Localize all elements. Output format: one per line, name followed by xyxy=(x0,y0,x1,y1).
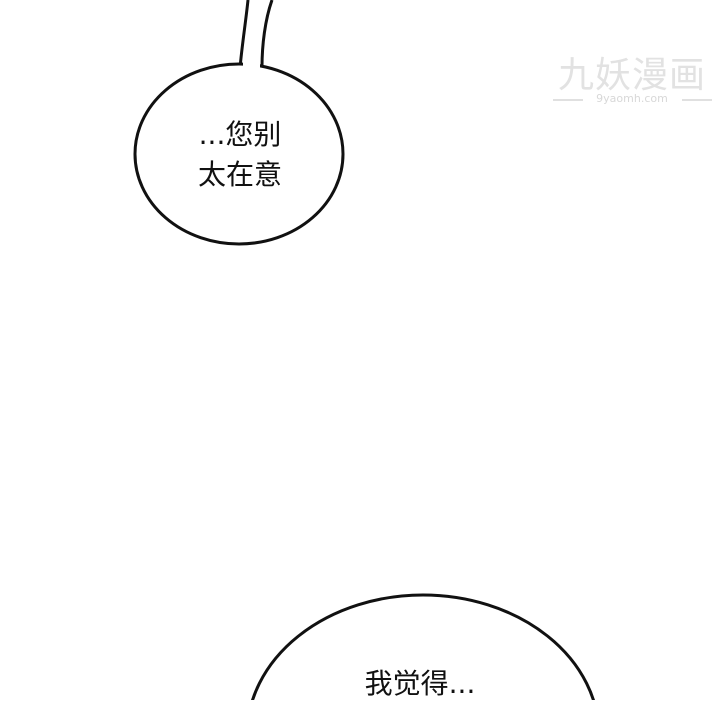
watermark-rule-right xyxy=(682,99,712,101)
bubble-1-line-1: ...您别 xyxy=(198,118,282,151)
speech-bubble-2-text: 我觉得... xyxy=(330,664,510,704)
watermark-rule-left xyxy=(553,99,583,101)
bubble-1-line-2: 太在意 xyxy=(197,158,282,191)
speech-bubble-2 xyxy=(251,593,595,700)
speech-bubble-1-text: ...您别 太在意 xyxy=(150,115,330,195)
bubble-2-line-1: 我觉得... xyxy=(364,667,476,700)
watermark-url: 9yaomh.com xyxy=(596,92,668,105)
watermark-title: 九妖漫画 xyxy=(557,55,706,96)
speech-bubble-1-tail xyxy=(238,0,274,70)
speech-bubble-1 xyxy=(133,62,345,246)
